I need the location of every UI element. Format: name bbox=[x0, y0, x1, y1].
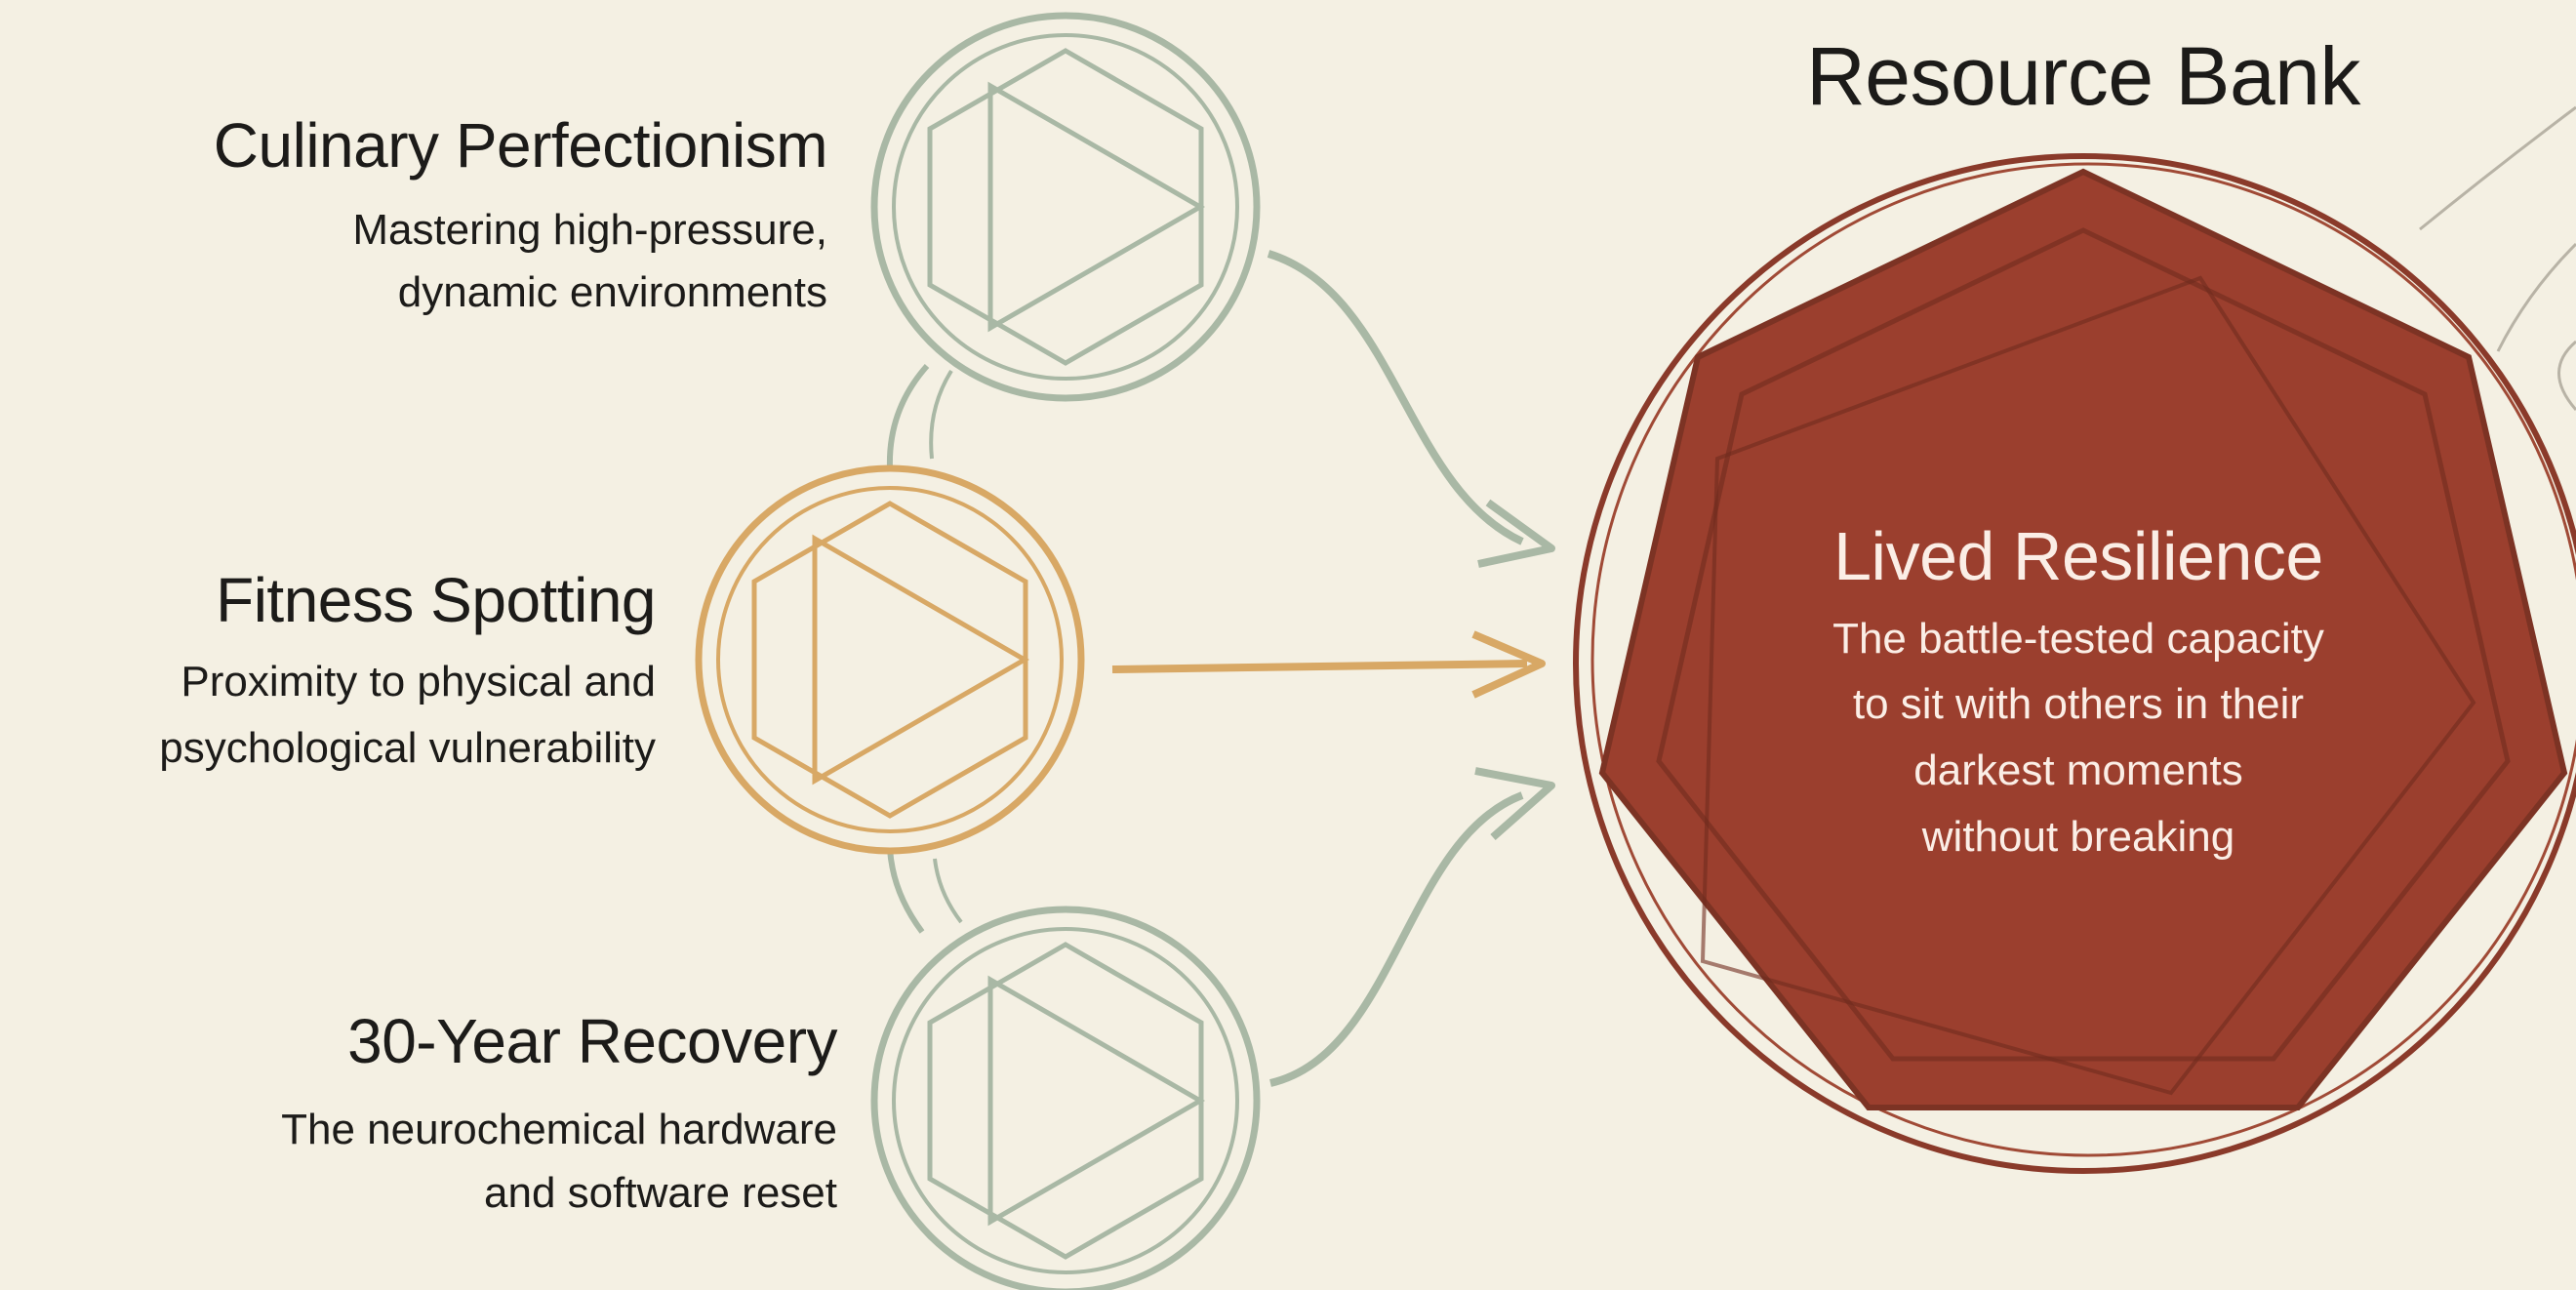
decorative-swirl bbox=[2557, 340, 2576, 411]
fitness-spotting-emblem-icon bbox=[695, 464, 1085, 855]
source-description-recovery-line1: The neurochemical hardware bbox=[281, 1106, 837, 1153]
source-description-culinary-line1: Mastering high-pressure, bbox=[352, 206, 827, 254]
resource-description-line3: darkest moments bbox=[1913, 746, 2243, 794]
source-title-recovery: 30-Year Recovery bbox=[347, 1006, 837, 1076]
arrow-fitness-to-bank bbox=[1111, 630, 1546, 699]
connector-arc-top-inner bbox=[929, 369, 953, 460]
resource-title-lived-resilience: Lived Resilience bbox=[1833, 518, 2323, 594]
decorative-swirl bbox=[2496, 242, 2576, 352]
source-title-culinary: Culinary Perfectionism bbox=[213, 110, 828, 181]
source-title-fitness: Fitness Spotting bbox=[216, 565, 656, 635]
resource-description-line2: to sit with others in their bbox=[1852, 680, 2305, 728]
source-description-fitness-line1: Proximity to physical and bbox=[181, 658, 656, 705]
arrow-recovery-to-bank bbox=[1269, 767, 1555, 1087]
connector-arc-top bbox=[886, 364, 930, 469]
source-description-culinary-line2: dynamic environments bbox=[397, 268, 827, 316]
decorative-swirl bbox=[2419, 105, 2576, 231]
arrow-culinary-to-bank bbox=[1267, 250, 1555, 568]
thirty-year-recovery-emblem-icon bbox=[870, 906, 1261, 1290]
connector-arc-bottom-inner bbox=[933, 858, 963, 924]
resource-description-line4: without breaking bbox=[1921, 813, 2235, 861]
source-description-fitness-line2: psychological vulnerability bbox=[159, 724, 656, 772]
lived-resilience-emblem-icon bbox=[1573, 153, 2576, 1174]
source-description-recovery-line2: and software reset bbox=[484, 1169, 837, 1217]
connector-arc-bottom bbox=[887, 848, 925, 934]
resource-bank-title: Resource Bank bbox=[1806, 30, 2360, 122]
culinary-perfectionism-emblem-icon bbox=[870, 12, 1261, 402]
resource-description-line1: The battle-tested capacity bbox=[1832, 615, 2324, 663]
